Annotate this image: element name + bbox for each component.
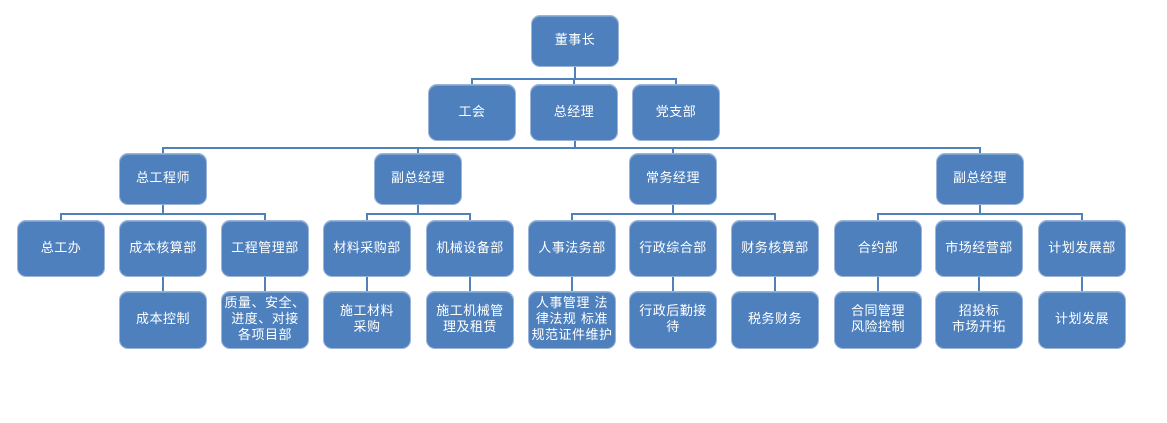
node-construction-material-procurement[interactable]: 施工材料 采购: [323, 291, 411, 349]
node-engineering-mgmt-dept[interactable]: 工程管理部: [221, 220, 309, 277]
node-planning-development-dept[interactable]: 计划发展部: [1038, 220, 1126, 277]
node-market-operations-dept[interactable]: 市场经营部: [935, 220, 1023, 277]
node-hr-legal-detail[interactable]: 人事管理 法 律法规 标准 规范证件维护: [528, 291, 616, 349]
connector-general-manager-children: [162, 141, 981, 154]
node-cost-control[interactable]: 成本控制: [119, 291, 207, 349]
node-machinery-equipment-dept[interactable]: 机械设备部: [426, 220, 514, 277]
node-cost-accounting-dept[interactable]: 成本核算部: [119, 220, 207, 277]
node-deputy-gm-1[interactable]: 副总经理: [374, 153, 462, 205]
node-labor-union[interactable]: 工会: [428, 84, 516, 141]
node-chairman[interactable]: 董事长: [531, 15, 619, 67]
node-construction-machinery-mgmt[interactable]: 施工机械管 理及租赁: [426, 291, 514, 349]
node-contract-mgmt-risk[interactable]: 合同管理 风险控制: [834, 291, 922, 349]
connector-deputy-gm-2-children: [877, 205, 1083, 221]
node-quality-safety-progress[interactable]: 质量、安全、 进度、对接 各项目部: [221, 291, 309, 349]
connector-deputy-gm-1-children: [366, 205, 471, 221]
node-bidding-market-dev[interactable]: 招投标 市场开拓: [935, 291, 1023, 349]
node-general-manager[interactable]: 总经理: [530, 84, 618, 141]
node-financial-accounting-dept[interactable]: 财务核算部: [731, 220, 819, 277]
node-executive-manager[interactable]: 常务经理: [629, 153, 717, 205]
node-hr-legal-dept[interactable]: 人事法务部: [528, 220, 616, 277]
connector-chief-engineer-children: [60, 205, 266, 221]
node-contract-dept[interactable]: 合约部: [834, 220, 922, 277]
node-admin-logistics-reception[interactable]: 行政后勤接 待: [629, 291, 717, 349]
node-chief-engineer[interactable]: 总工程师: [119, 153, 207, 205]
node-tax-finance[interactable]: 税务财务: [731, 291, 819, 349]
node-admin-general-dept[interactable]: 行政综合部: [629, 220, 717, 277]
connector-chairman-children: [471, 67, 677, 85]
node-deputy-gm-2[interactable]: 副总经理: [936, 153, 1024, 205]
node-planning-development[interactable]: 计划发展: [1038, 291, 1126, 349]
node-material-procurement-dept[interactable]: 材料采购部: [323, 220, 411, 277]
connector-executive-manager-children: [571, 205, 776, 221]
connector-dept-detail-stubs: [162, 277, 1083, 292]
node-party-branch[interactable]: 党支部: [632, 84, 720, 141]
node-chief-engineer-office[interactable]: 总工办: [17, 220, 105, 277]
